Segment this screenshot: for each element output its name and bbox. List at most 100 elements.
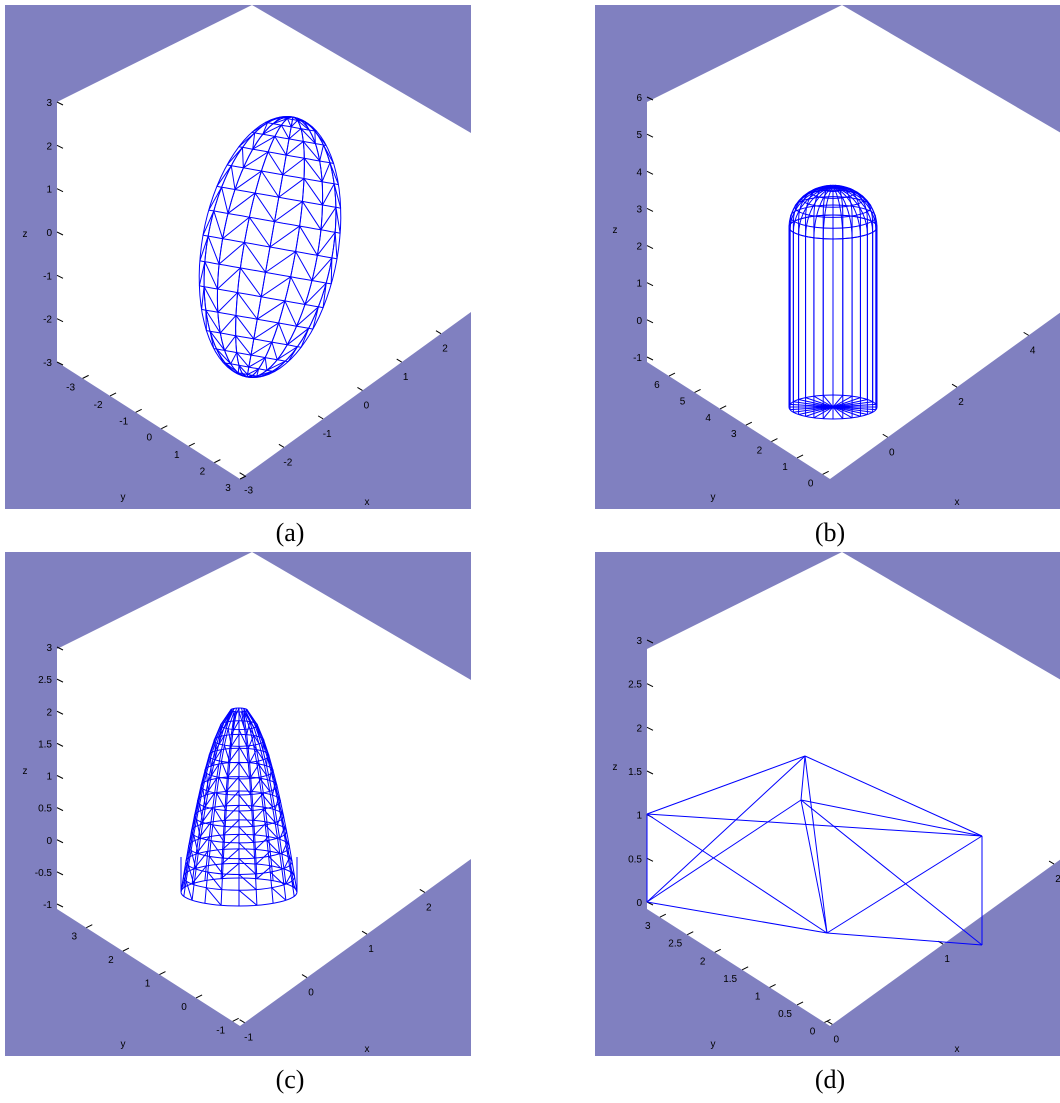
x-tick-label: 2: [442, 344, 448, 355]
z-tick: [646, 170, 654, 175]
edge: [804, 755, 828, 934]
mesh-diagonal: [207, 235, 220, 265]
y-tick-label: -3: [66, 382, 75, 393]
mesh-diagonal: [190, 812, 198, 832]
x-tick-label: -2: [283, 457, 292, 468]
mesh-diagonal: [330, 257, 333, 284]
y-tick: [239, 475, 247, 480]
z-tick-label: 1.5: [38, 739, 52, 750]
mesh-diagonal: [274, 360, 286, 372]
z-tick-label: 1: [46, 185, 52, 196]
mesh-diagonal: [252, 792, 264, 807]
mesh-diagonal: [220, 761, 229, 779]
mesh-diagonal: [322, 144, 334, 164]
mesh-diagonal: [269, 225, 300, 248]
y-tick: [769, 983, 776, 988]
y-tick-label: 2: [700, 956, 706, 967]
mesh-diagonal: [276, 346, 298, 361]
y-tick: [195, 994, 203, 999]
mesh-diagonal: [266, 360, 286, 371]
y-tick: [188, 442, 195, 447]
mesh-diagonal: [303, 157, 323, 183]
mesh-diagonal: [272, 782, 276, 796]
z-tick-label: 3: [46, 643, 52, 654]
mesh-diagonal: [201, 286, 205, 310]
z-tick: [646, 319, 654, 324]
edge: [646, 755, 806, 903]
mesh-diagonal: [205, 887, 222, 906]
edge: [800, 799, 983, 837]
z-tick-label: 1: [46, 772, 52, 783]
mesh-diagonal: [254, 821, 268, 836]
top-ring: [788, 214, 878, 240]
base-spoke: [813, 395, 834, 408]
mesh-diagonal: [223, 819, 240, 836]
mesh-diagonal: [204, 261, 218, 290]
mesh-diagonal: [304, 121, 310, 131]
mesh-diagonal: [223, 708, 235, 723]
y-tick: [796, 454, 804, 459]
base-spoke: [822, 406, 834, 420]
z-tick: [56, 678, 64, 683]
mesh-diagonal: [260, 276, 291, 298]
mesh-diagonal: [272, 116, 281, 125]
mesh-diagonal: [199, 804, 204, 823]
z-tick: [56, 742, 64, 747]
mesh-diagonal: [220, 709, 232, 726]
mesh-diagonal: [283, 857, 290, 870]
x-tick: [435, 330, 442, 335]
x-tick-label: 0: [308, 988, 314, 999]
mesh-diagonal: [200, 767, 207, 786]
y-tick: [82, 374, 89, 379]
longitude-line: [198, 115, 293, 378]
mesh-diagonal: [314, 130, 327, 146]
z-tick-label: 0: [46, 228, 52, 239]
z-tick-label: 3: [46, 98, 52, 109]
mesh-diagonal: [300, 128, 316, 144]
edge: [800, 799, 828, 934]
mesh-diagonal: [316, 232, 336, 256]
mesh-diagonal: [299, 225, 318, 256]
y-tick-label: 4: [705, 413, 711, 424]
mesh-diagonal: [250, 341, 273, 356]
mesh-diagonal: [238, 729, 248, 747]
y-tick-label: 2.5: [668, 939, 682, 950]
edge: [800, 755, 806, 801]
axes-face: [647, 552, 1060, 1026]
y-tick-label: 1: [145, 979, 151, 990]
z-tick-label: 0: [636, 316, 642, 327]
edge: [646, 755, 806, 815]
base-spoke: [832, 403, 876, 408]
x-axis-label: x: [955, 1044, 960, 1055]
mesh-diagonal: [193, 797, 201, 817]
x-axis-label: x: [365, 497, 370, 508]
mesh-diagonal: [256, 723, 260, 737]
mesh-diagonal: [185, 842, 192, 862]
edge: [646, 813, 983, 837]
z-tick: [56, 361, 64, 366]
mesh-diagonal: [262, 124, 282, 135]
mesh-diagonal: [185, 880, 193, 901]
z-tick-label: -3: [43, 358, 52, 369]
x-tick-label: 2: [426, 902, 432, 913]
y-tick-label: 0: [808, 478, 814, 489]
x-tick-label: -3: [244, 486, 253, 497]
x-tick: [278, 443, 285, 448]
mesh-diagonal: [284, 300, 298, 327]
mesh-diagonal: [221, 187, 229, 214]
mesh-diagonal: [199, 235, 209, 261]
paraboloid-mesh: [180, 707, 298, 907]
mesh-diagonal: [302, 201, 322, 231]
mesh-diagonal: [297, 119, 310, 131]
z-tick-label: 0: [46, 836, 52, 847]
y-tick-label: 3: [645, 921, 651, 932]
z-tick-label: 0.5: [628, 854, 642, 865]
y-tick-label: -1: [119, 416, 128, 427]
mesh-diagonal: [210, 757, 212, 776]
x-tick: [951, 383, 958, 388]
mesh-diagonal: [235, 335, 252, 356]
y-tick-label: 1: [755, 991, 761, 1002]
